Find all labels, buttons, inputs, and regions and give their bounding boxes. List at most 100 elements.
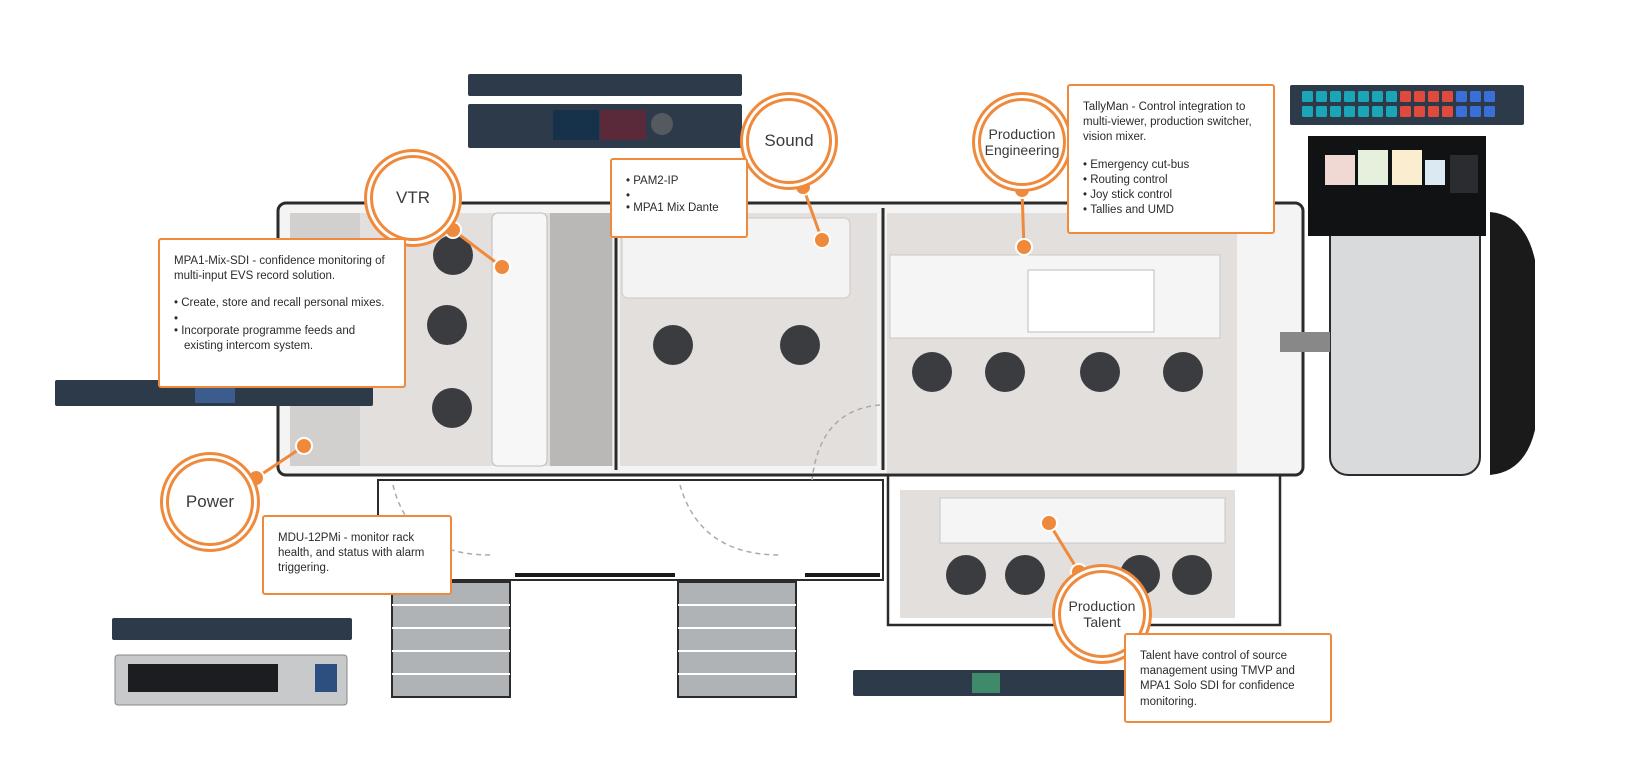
talent-desk <box>939 497 1226 544</box>
tally-button <box>1344 106 1355 117</box>
chair <box>912 352 952 392</box>
sound-callout-list: PAM2-IP MPA1 Mix Dante <box>626 174 732 216</box>
multiviewer-tile <box>1358 150 1388 185</box>
tally-button <box>1414 91 1425 102</box>
engineering-bullet: Tallies and UMD <box>1083 203 1259 218</box>
tally-button <box>1330 106 1341 117</box>
engineering-callout: TallyMan - Control integration to multi-… <box>1067 84 1275 234</box>
lower-corridor <box>377 479 884 581</box>
tally-button <box>1330 91 1341 102</box>
sound-callout: PAM2-IP MPA1 Mix Dante <box>610 158 748 238</box>
vtr-grey-strip <box>550 213 612 466</box>
connector-dot <box>813 231 831 249</box>
tally-button <box>1428 106 1439 117</box>
connector-dot <box>1015 238 1033 256</box>
vtr-desk <box>491 212 548 467</box>
rack-device-sound-top <box>468 74 742 96</box>
connector-dot <box>444 221 462 239</box>
power-callout: MDU-12PMi - monitor rack health, and sta… <box>262 515 452 595</box>
power-unit-top <box>112 618 352 640</box>
door-swing <box>679 484 781 556</box>
vtr-callout-list: Create, store and recall personal mixes.… <box>174 296 390 354</box>
sound-device-meters <box>553 110 599 140</box>
zone-badge-production-engineering: Production Engineering <box>978 98 1066 186</box>
engineering-bullet: Emergency cut-bus <box>1083 158 1259 173</box>
stairs-right <box>677 581 797 698</box>
tallyman-buttons <box>1302 91 1495 117</box>
engineering-callout-title: TallyMan - Control integration to multi-… <box>1083 101 1252 144</box>
tally-button <box>1414 106 1425 117</box>
tally-button <box>1428 91 1439 102</box>
power-callout-title: MDU-12PMi - monitor rack health, and sta… <box>278 532 425 575</box>
engineering-callout-list: Emergency cut-bus Routing control Joy st… <box>1083 158 1259 219</box>
connector-talent <box>1047 522 1081 573</box>
tally-button <box>1400 106 1411 117</box>
engineering-bullet: Joy stick control <box>1083 188 1259 203</box>
door-swing <box>811 404 881 481</box>
vtr-device-screen <box>195 383 235 403</box>
chair <box>985 352 1025 392</box>
tally-button <box>1386 91 1397 102</box>
sound-device-display <box>600 110 646 140</box>
tally-button <box>1470 106 1481 117</box>
tally-button <box>1400 91 1411 102</box>
tally-button <box>1456 91 1467 102</box>
sound-device-knob <box>651 113 673 135</box>
windscreen <box>1490 212 1535 475</box>
truck-cab <box>1329 209 1481 476</box>
chair <box>1080 352 1120 392</box>
tally-button <box>1302 91 1313 102</box>
connector-engineering <box>1020 189 1026 248</box>
chair <box>780 325 820 365</box>
tally-button <box>1316 91 1327 102</box>
tally-button <box>1316 106 1327 117</box>
talent-device-screen <box>972 673 1000 693</box>
power-unit-connector <box>315 664 337 692</box>
zone-badge-power: Power <box>166 458 254 546</box>
chair <box>653 325 693 365</box>
chairs-group <box>427 235 1212 595</box>
power-unit-panel <box>128 664 278 692</box>
connector-dot <box>295 437 313 455</box>
chair <box>433 235 473 275</box>
tally-button <box>1484 91 1495 102</box>
chair <box>432 388 472 428</box>
multiviewer-tile <box>1425 160 1445 185</box>
connector-power <box>255 444 305 480</box>
chair <box>1163 352 1203 392</box>
zone-badge-vtr: VTR <box>370 155 456 241</box>
sound-bullet: PAM2-IP <box>626 174 732 189</box>
connector-sound <box>801 186 824 241</box>
engineering-bullet: Routing control <box>1083 173 1259 188</box>
sound-bullet: MPA1 Mix Dante <box>626 201 732 216</box>
chair <box>1172 555 1212 595</box>
cab-connector <box>1280 332 1330 352</box>
zone-badge-sound: Sound <box>746 98 832 184</box>
vtr-callout: MPA1-Mix-SDI - confidence monitoring of … <box>158 238 406 388</box>
chair <box>946 555 986 595</box>
tally-button <box>1386 106 1397 117</box>
connector-dot <box>1040 514 1058 532</box>
talent-callout-title: Talent have control of source management… <box>1140 650 1295 708</box>
tally-button <box>1358 106 1369 117</box>
chair <box>427 305 467 345</box>
multiviewer-tile <box>1392 150 1422 185</box>
tally-button <box>1358 91 1369 102</box>
stairs-left <box>391 581 511 698</box>
vtr-bullet: Incorporate programme feeds and existing… <box>174 324 390 354</box>
tally-button <box>1442 106 1453 117</box>
tally-button <box>1470 91 1481 102</box>
vtr-bullet: Create, store and recall personal mixes. <box>174 296 390 311</box>
tally-button <box>1372 106 1383 117</box>
tally-button <box>1484 106 1495 117</box>
talent-callout: Talent have control of source management… <box>1124 633 1332 723</box>
engineering-room-floor <box>887 213 1237 473</box>
multiviewer-grid <box>1450 155 1478 193</box>
chair <box>1005 555 1045 595</box>
tally-button <box>1442 91 1453 102</box>
connector-dot <box>493 258 511 276</box>
tally-button <box>1344 91 1355 102</box>
multiviewer-tile <box>1325 155 1355 185</box>
